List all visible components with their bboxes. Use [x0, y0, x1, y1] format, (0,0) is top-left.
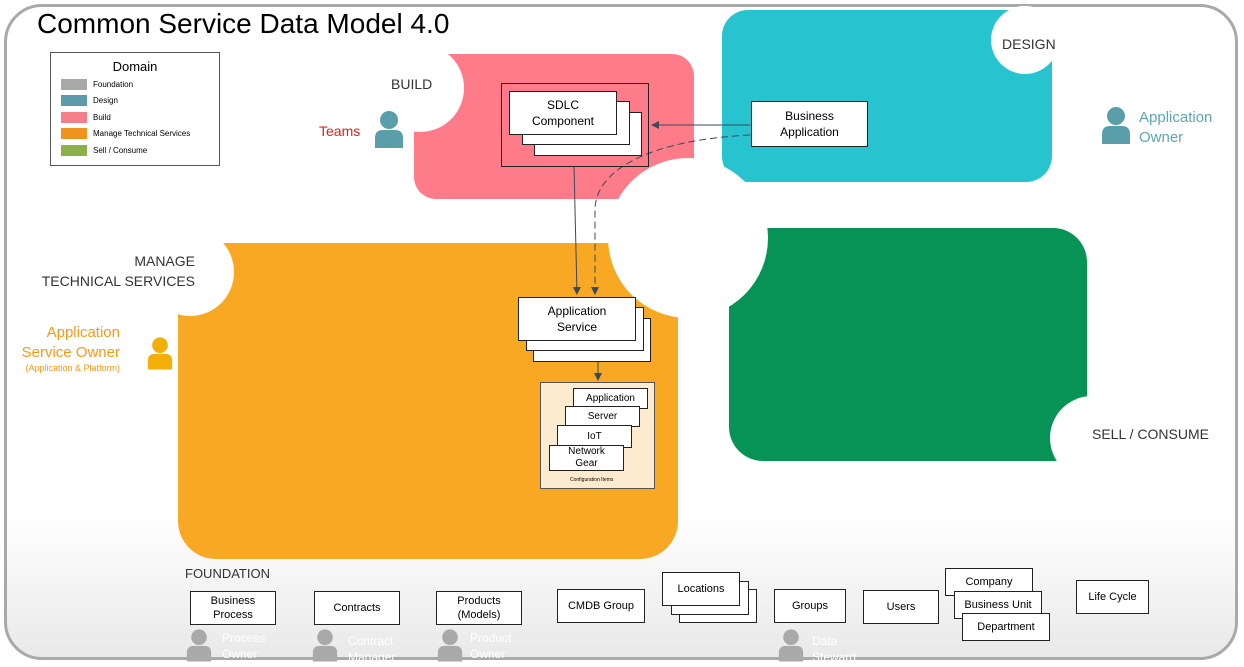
ci-network-label-line1: Network: [568, 446, 605, 457]
foundation-zone-label: FOUNDATION: [185, 566, 270, 581]
legend-item-foundation: Foundation: [61, 78, 133, 90]
manage-bite: [146, 228, 234, 316]
process-owner-role-line2: Owner: [222, 647, 258, 661]
legend-item-design: Design: [61, 94, 118, 106]
sell-zone-label: SELL / CONSUME: [1092, 426, 1209, 442]
products-label-line1: Products: [457, 595, 501, 607]
app-service-label-line2: Service: [556, 320, 597, 334]
business-app-label-line2: Application: [780, 125, 839, 139]
ci-server-box[interactable]: Server: [565, 406, 640, 427]
product-owner-person-icon: [437, 629, 463, 662]
product-owner-role-line1: Product: [470, 631, 512, 645]
data-steward-role-line2: Steward: [812, 650, 857, 664]
service-owner-role-note: (Application & Platform): [25, 363, 120, 373]
sdlc-label-line1: SDLC: [546, 98, 579, 112]
legend-swatch: [61, 127, 87, 139]
business-process-label-line2: Process: [213, 609, 253, 621]
app-owner-role-line2: Owner: [1139, 129, 1184, 146]
legend-label: Design: [93, 95, 118, 105]
business-process-label-line1: Business: [210, 595, 256, 607]
connector-bizapp-to-appservice: [591, 134, 751, 295]
legend-swatch: [61, 94, 87, 106]
product-owner-role-line2: Owner: [470, 647, 506, 661]
legend-label: Build: [93, 112, 111, 122]
app-owner-role-line1: Application: [1139, 109, 1213, 126]
teams-role-label: Teams: [319, 123, 361, 139]
groups-box[interactable]: Groups: [774, 589, 846, 623]
products-models-box[interactable]: Products (Models): [436, 591, 522, 625]
business-process-box[interactable]: Business Process: [190, 591, 276, 625]
legend: Domain Foundation Design Build Manage Te…: [50, 52, 220, 166]
connector-sdlc-to-appservice: [572, 165, 581, 295]
process-owner-role-line1: Process: [222, 631, 266, 645]
service-owner-person-icon: [147, 337, 173, 370]
app-service-label-line1: Application: [547, 304, 607, 318]
contract-manager-role-line1: Contract: [348, 634, 394, 648]
sdlc-container: [501, 83, 649, 167]
legend-item-sell: Sell / Consume: [61, 144, 147, 156]
ci-caption: Configuration Items: [570, 477, 614, 483]
legend-label: Sell / Consume: [93, 145, 148, 155]
service-owner-role-line1: Application: [46, 324, 120, 341]
build-zone-label: BUILD: [391, 76, 433, 92]
business-app-label-line1: Business: [785, 109, 834, 123]
ci-network-label-line2: Gear: [575, 458, 598, 469]
legend-swatch: [61, 144, 87, 156]
legend-item-build: Build: [61, 111, 111, 123]
service-owner-role-line2: Service Owner: [21, 344, 120, 361]
cmdb-group-box[interactable]: CMDB Group: [557, 589, 645, 623]
process-owner-person-icon: [186, 629, 212, 662]
sell-bite: [1050, 396, 1134, 480]
sell-zone: [729, 228, 1087, 461]
legend-item-manage: Manage Technical Services: [61, 127, 190, 139]
legend-swatch: [61, 111, 87, 123]
design-zone-label: DESIGN: [1002, 36, 1056, 52]
sdlc-label-line2: Component: [531, 114, 595, 128]
department-box[interactable]: Department: [962, 613, 1050, 641]
page-title: Common Service Data Model 4.0: [37, 8, 450, 39]
data-steward-person-icon: [778, 629, 804, 662]
contracts-box[interactable]: Contracts: [314, 591, 400, 625]
application-service-box[interactable]: Application Service: [518, 297, 636, 341]
center-bite: [608, 158, 768, 318]
ci-network-gear-box[interactable]: Network Gear: [549, 445, 624, 471]
legend-swatch: [61, 78, 87, 90]
app-owner-person-icon: [1102, 107, 1130, 144]
business-application-box[interactable]: Business Application: [751, 101, 868, 147]
contract-manager-person-icon: [312, 629, 338, 662]
locations-box[interactable]: Locations: [662, 572, 740, 606]
contract-manager-role-line2: Manager: [348, 650, 396, 664]
products-label-line2: (Models): [457, 609, 501, 621]
manage-zone-label-line2: TECHNICAL SERVICES: [41, 273, 195, 289]
life-cycle-box[interactable]: Life Cycle: [1076, 580, 1149, 614]
legend-title: Domain: [112, 59, 158, 74]
build-bite: [376, 44, 464, 132]
manage-zone-label-line1: MANAGE: [134, 253, 195, 269]
users-box[interactable]: Users: [863, 590, 939, 624]
teams-person-icon: [375, 111, 403, 148]
sdlc-component-box[interactable]: SDLC Component: [509, 91, 617, 135]
design-bite: [991, 6, 1059, 74]
legend-label: Manage Technical Services: [93, 128, 191, 138]
data-steward-role-line1: Data: [812, 634, 838, 648]
legend-label: Foundation: [93, 79, 134, 89]
